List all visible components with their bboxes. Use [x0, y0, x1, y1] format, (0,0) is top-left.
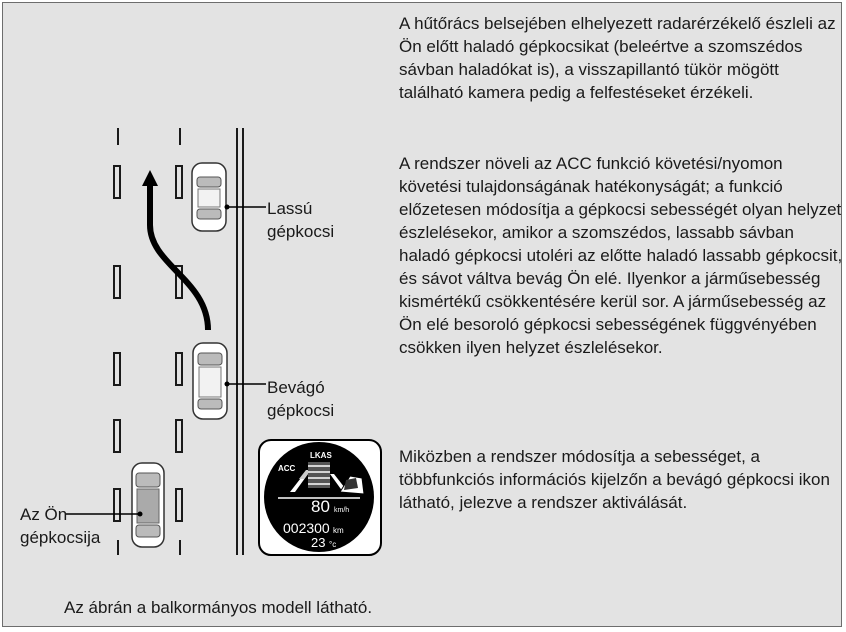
own-car-label-line1: Az Ön — [20, 505, 68, 524]
display-temperature: 23 — [311, 535, 325, 550]
own-car-icon — [131, 462, 165, 548]
radar-camera-paragraph: A hűtőrács belsejében elhelyezett radaré… — [399, 14, 836, 102]
lkas-label: LKAS — [310, 451, 332, 460]
cut-in-car-label-line2: gépkocsi — [267, 401, 335, 420]
display-odometer: 002300 — [283, 520, 330, 536]
cut-in-car-label: Bevágó gépkocsi — [267, 376, 334, 422]
cut-in-car-label-line1: Bevágó — [267, 378, 325, 397]
display-speed-unit: km/h — [334, 507, 349, 514]
slow-car-label-line2: gépkocsi — [267, 222, 335, 241]
road-lines — [113, 128, 244, 555]
multi-info-display: LKAS ACC 80 km/h 002300 km 23 °c — [258, 439, 382, 556]
slow-car-label: Lassú gépkocsi — [267, 197, 334, 243]
display-indicator-paragraph: Miközben a rendszer módosítja a sebesség… — [399, 447, 830, 512]
cut-in-car-icon — [192, 342, 228, 420]
display-odometer-unit: km — [333, 526, 344, 535]
lhd-model-footnote: Az ábrán a balkormányos modell látható. — [64, 598, 373, 617]
display-speed: 80 — [311, 497, 330, 516]
acc-label: ACC — [278, 464, 296, 473]
slow-car-icon — [191, 162, 227, 232]
arrow-head-icon — [142, 170, 158, 186]
slow-car-label-line1: Lassú — [267, 199, 313, 218]
lane-change-arrow — [147, 185, 211, 331]
own-car-label: Az Ön gépkocsija — [20, 503, 100, 549]
acc-improvement-paragraph: A rendszer növeli az ACC funkció követés… — [399, 154, 843, 357]
own-car-label-line2: gépkocsija — [20, 528, 101, 547]
cut-in-indicator-icon — [339, 475, 365, 495]
display-temperature-unit: °c — [329, 540, 336, 549]
